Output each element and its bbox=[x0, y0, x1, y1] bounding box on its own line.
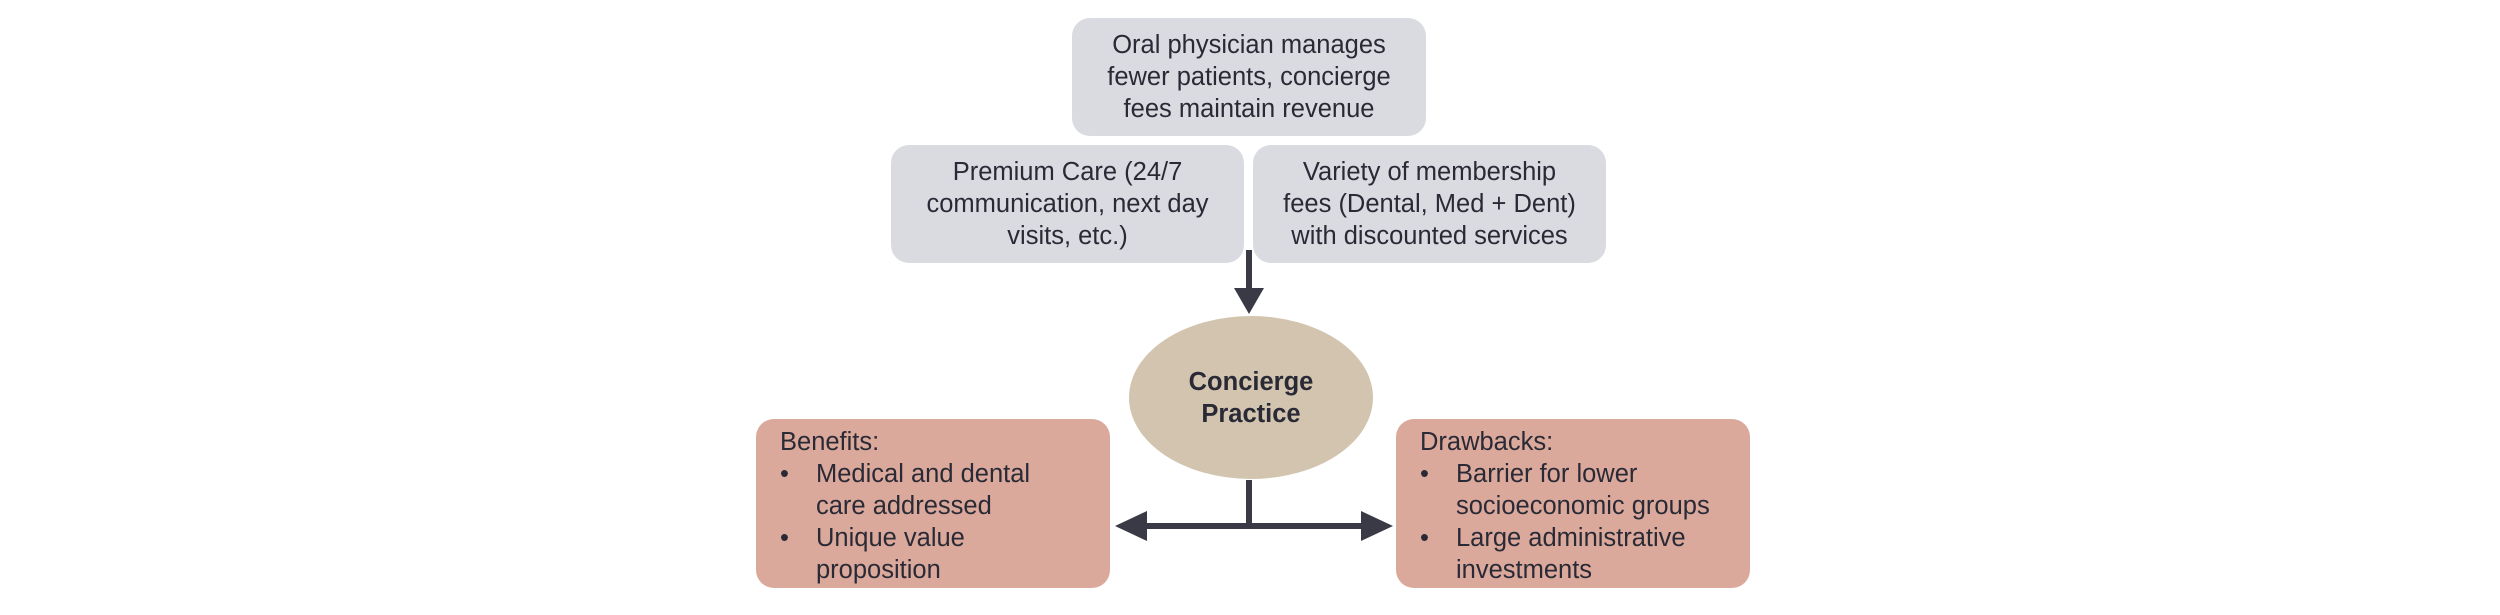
text-line: Medical and dental bbox=[816, 460, 1031, 488]
concierge-practice-node: Concierge Practice bbox=[1129, 316, 1373, 479]
list-item: Large administrative investments bbox=[1420, 522, 1734, 586]
drawbacks-box: Drawbacks: Barrier for lower socioeconom… bbox=[1396, 419, 1750, 588]
premium-care-text: Premium Care (24/7 communication, next d… bbox=[891, 156, 1244, 252]
text-line: Unique value bbox=[816, 524, 965, 552]
membership-fees-box: Variety of membership fees (Dental, Med … bbox=[1253, 145, 1606, 263]
text-line: investments bbox=[1456, 556, 1593, 584]
text-line: Oral physician manages bbox=[1112, 31, 1386, 59]
physician-revenue-box: Oral physician manages fewer patients, c… bbox=[1072, 18, 1426, 136]
text-line: fees (Dental, Med + Dent) bbox=[1283, 190, 1576, 218]
drawbacks-title: Drawbacks: bbox=[1420, 428, 1554, 456]
premium-care-box: Premium Care (24/7 communication, next d… bbox=[891, 145, 1244, 263]
benefits-list: Medical and dental care addressed Unique… bbox=[780, 458, 1094, 586]
left-arrow-head bbox=[1115, 511, 1147, 541]
benefits-title: Benefits: bbox=[780, 428, 880, 456]
list-item: Barrier for lower socioeconomic groups bbox=[1420, 458, 1734, 522]
text-line: Concierge bbox=[1188, 367, 1314, 396]
text-line: socioeconomic groups bbox=[1456, 492, 1710, 520]
list-item: Medical and dental care addressed bbox=[780, 458, 1094, 522]
text-line: with discounted services bbox=[1291, 222, 1568, 250]
list-item: Unique value proposition bbox=[780, 522, 1094, 586]
physician-revenue-text: Oral physician manages fewer patients, c… bbox=[1072, 29, 1426, 125]
text-line: fewer patients, concierge bbox=[1107, 63, 1391, 91]
text-line: Barrier for lower bbox=[1456, 460, 1638, 488]
membership-fees-text: Variety of membership fees (Dental, Med … bbox=[1253, 156, 1606, 252]
concierge-practice-label: Concierge Practice bbox=[1189, 366, 1314, 430]
text-line: Large administrative bbox=[1456, 524, 1686, 552]
text-line: Practice bbox=[1201, 399, 1301, 428]
benefits-box: Benefits: Medical and dental care addres… bbox=[756, 419, 1110, 588]
text-line: care addressed bbox=[816, 492, 992, 520]
right-arrow-head bbox=[1361, 511, 1393, 541]
text-line: proposition bbox=[816, 556, 941, 584]
text-line: Variety of membership bbox=[1302, 158, 1557, 186]
text-line: fees maintain revenue bbox=[1123, 95, 1375, 123]
text-line: Premium Care (24/7 bbox=[952, 158, 1183, 186]
down-arrow-head bbox=[1234, 288, 1264, 314]
text-line: communication, next day bbox=[926, 190, 1209, 218]
drawbacks-list: Barrier for lower socioeconomic groups L… bbox=[1420, 458, 1734, 586]
text-line: visits, etc.) bbox=[1007, 222, 1128, 250]
